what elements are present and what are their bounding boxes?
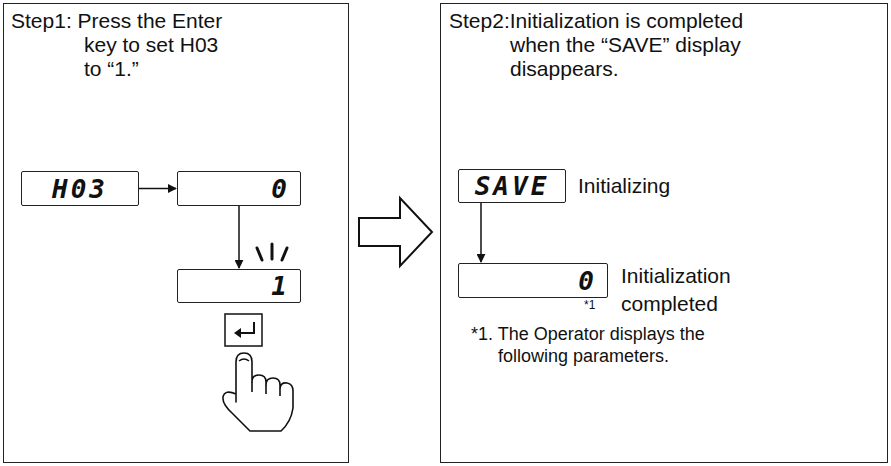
operator-display: 1 xyxy=(177,269,301,303)
display-readout: 1 xyxy=(271,271,290,301)
operator-display: SAVE xyxy=(458,169,566,203)
display-readout: SAVE xyxy=(475,171,550,201)
operator-display: 0 xyxy=(458,263,608,298)
flow-arrow xyxy=(480,203,482,262)
step-panel: SAVE 0 Step2:Initialization is completed w… xyxy=(440,3,888,463)
display-readout: 0 xyxy=(271,174,290,204)
status-label: Initialization completed xyxy=(621,262,791,318)
operator-display: H03 xyxy=(21,171,139,206)
block-arrow xyxy=(359,198,432,266)
step-heading: Step2:Initialization is completed when t… xyxy=(449,9,780,81)
flow-arrow xyxy=(238,206,240,268)
pressing-hand xyxy=(223,353,293,431)
enter-key-icon xyxy=(225,314,262,346)
footnote-mark: *1 xyxy=(584,298,614,312)
footnote: *1. The Operator displays the following … xyxy=(471,323,713,367)
step-heading: Step1: Press the Enter key to set H03 to… xyxy=(11,9,234,81)
flow-arrow xyxy=(139,188,176,190)
display-readout: 0 xyxy=(578,266,597,296)
display-readout: H03 xyxy=(52,174,108,204)
status-label: Initializing xyxy=(578,172,738,200)
operator-display: 0 xyxy=(177,171,301,206)
blink-marks xyxy=(257,244,287,260)
step-panel: H03 0 1 Step1: Press the Enter key to set H… xyxy=(3,3,349,463)
